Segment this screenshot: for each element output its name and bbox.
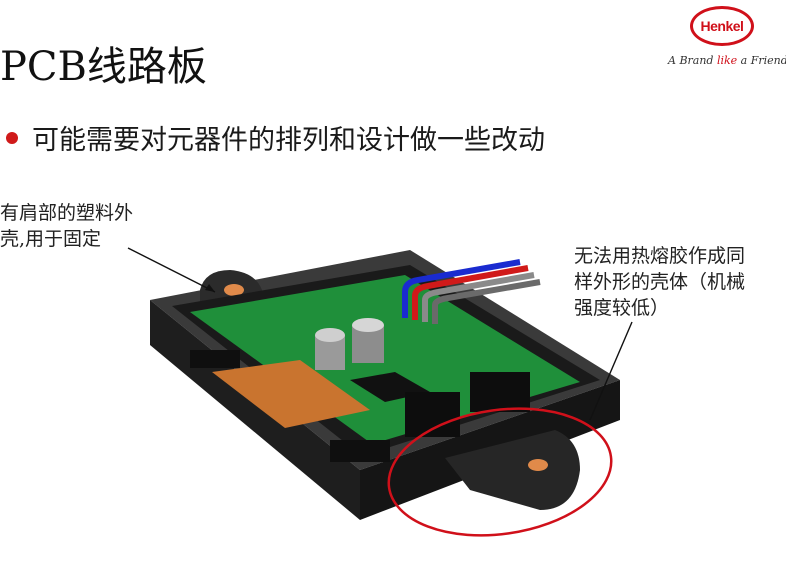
note-right-line-3: 强度较低） bbox=[574, 297, 670, 319]
note-left: 有肩部的塑料外 壳,用于固定 bbox=[0, 200, 133, 252]
note-right-line-2: 样外形的壳体（机械 bbox=[574, 271, 746, 293]
wire-gray-2 bbox=[432, 279, 541, 324]
slide-title: PCB线路板 bbox=[0, 44, 207, 90]
ic-chip-2 bbox=[405, 392, 460, 437]
bullet-item: 可能需要对元器件的排列和设计做一些改动 bbox=[6, 118, 545, 157]
leader-line-right bbox=[589, 321, 633, 421]
connector-left bbox=[190, 350, 240, 368]
leader-arrow-left bbox=[205, 284, 215, 292]
note-left-line-2: 壳,用于固定 bbox=[0, 228, 102, 250]
logo-brand-text: Henkel bbox=[700, 18, 744, 34]
copper-insert-left bbox=[224, 284, 244, 296]
wire-gray-1 bbox=[422, 272, 535, 322]
connector-bottom bbox=[330, 440, 390, 462]
bullet-dot-icon bbox=[6, 131, 18, 144]
leader-line-left bbox=[127, 247, 216, 293]
ic-chip-3 bbox=[470, 372, 530, 412]
wire-red bbox=[412, 265, 529, 320]
henkel-logo: Henkel A Brand like a Friend bbox=[668, 6, 786, 96]
logo-slogan: A Brand like a Friend bbox=[668, 54, 786, 67]
slogan-part-b: a Friend bbox=[737, 54, 786, 67]
highlight-circle bbox=[387, 407, 613, 537]
note-left-line-1: 有肩部的塑料外 bbox=[0, 202, 134, 224]
copper-flex-strip bbox=[212, 360, 370, 428]
copper-insert-right bbox=[528, 459, 548, 471]
capacitor-1-top bbox=[315, 328, 345, 342]
slogan-like: like bbox=[716, 54, 738, 67]
slogan-part-a: A Brand bbox=[668, 54, 717, 67]
wire-blue bbox=[402, 259, 521, 318]
capacitor-2-top bbox=[352, 318, 384, 332]
note-right: 无法用热熔胶作成同 样外形的壳体（机械 强度较低） bbox=[574, 243, 745, 321]
bullet-text: 可能需要对元器件的排列和设计做一些改动 bbox=[32, 125, 545, 156]
logo-oval: Henkel bbox=[690, 6, 754, 46]
housing-ear-right bbox=[445, 430, 580, 510]
note-right-line-1: 无法用热熔胶作成同 bbox=[574, 245, 746, 267]
